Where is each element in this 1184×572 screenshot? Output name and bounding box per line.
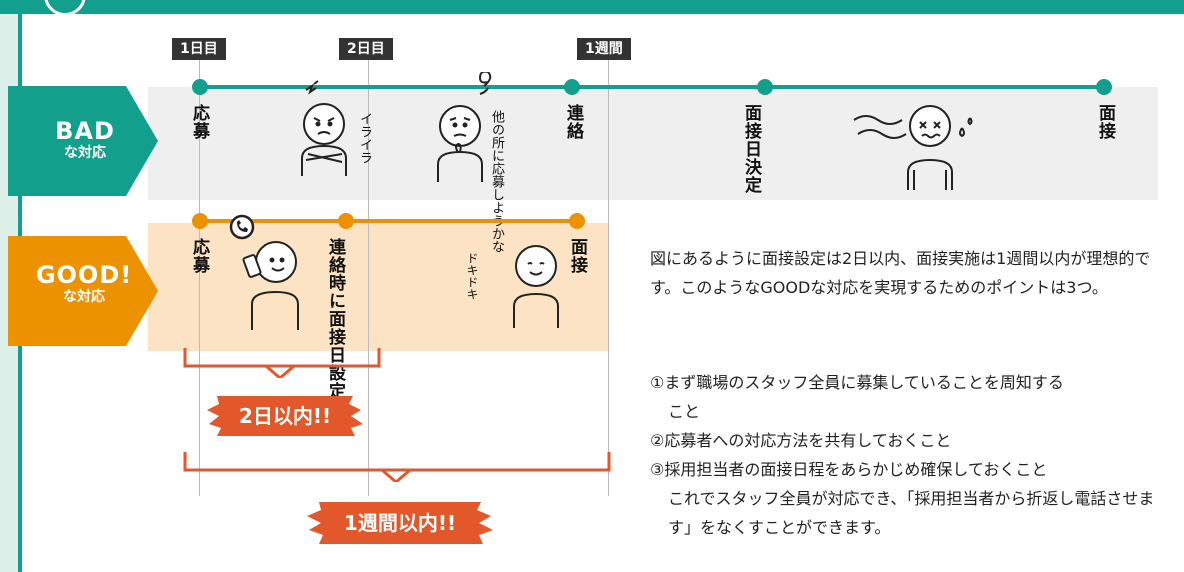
person-on-phone-icon xyxy=(242,241,299,330)
good-tag-title: GOOD! xyxy=(35,261,133,289)
bad-event-interview: 面接 xyxy=(1095,104,1115,140)
bad-event-apply: 応募 xyxy=(189,104,209,140)
bad-tag-title: BAD xyxy=(55,117,115,145)
good-tag-arrow xyxy=(8,236,158,346)
day-label-2: 2日目 xyxy=(339,38,393,60)
point-2: ②応募者への対応方法を共有しておくこと xyxy=(650,431,952,450)
guide-line-week1 xyxy=(608,56,609,496)
point-1: ①まず職場のスタッフ全員に募集していることを周知すること xyxy=(650,373,1064,421)
good-event-apply: 応募 xyxy=(189,238,209,274)
nervous-person-icon xyxy=(513,245,559,328)
point-3: ③採用担当者の面接日程をあらかじめ確保しておくこと xyxy=(650,460,1048,479)
range-label-1week: 1週間以内!! xyxy=(343,511,457,535)
header-bar xyxy=(0,0,1184,14)
bad-dot-apply xyxy=(192,79,208,95)
exhausted-person-icon xyxy=(853,105,973,190)
guide-line-day2 xyxy=(368,56,369,496)
bad-dot-contact xyxy=(564,79,580,95)
good-tag-subtitle: な対応 xyxy=(63,289,105,305)
good-timeline-line xyxy=(199,219,577,223)
guide-line-day1 xyxy=(199,56,200,496)
day-label-week: 1週間 xyxy=(577,38,631,60)
irritated-person-icon xyxy=(301,80,347,176)
description-panel: 図にあるように面接設定は2日以内、面接実施は1週間以内が理想的です。このようなG… xyxy=(650,244,1162,302)
burst-2days-shape xyxy=(207,396,363,436)
range-label-2days: 2日以内!! xyxy=(238,404,332,428)
closing-text: これでスタッフ全員が対応でき、「採用担当者から折返し電話させます」をなくすことが… xyxy=(668,489,1155,537)
day-label-1: 1日目 xyxy=(172,38,226,60)
worried-person-icon xyxy=(437,72,492,182)
good-dot-interview xyxy=(569,213,585,229)
good-dot-contact xyxy=(338,213,354,229)
bad-dot-interview xyxy=(1096,79,1112,95)
bad-speech-other-company: 他の所に応募しようかな xyxy=(489,110,504,253)
bad-tag-subtitle: な対応 xyxy=(64,145,106,161)
good-speech-nervous: ドキドキ xyxy=(465,252,479,300)
bad-tag-arrow xyxy=(8,86,158,196)
good-dot-apply xyxy=(192,213,208,229)
phone-call-icon xyxy=(229,214,255,240)
bad-dot-decide xyxy=(757,79,773,95)
good-event-contact: 連絡時に面接日設定 xyxy=(325,238,345,400)
bad-event-contact: 連絡 xyxy=(563,104,583,140)
points-list: ①まず職場のスタッフ全員に募集していることを周知すること ②応募者への対応方法を… xyxy=(650,368,1162,542)
bad-timeline-line xyxy=(199,85,1104,89)
good-event-interview: 面接 xyxy=(567,238,587,274)
good-tag: GOOD! な対応 xyxy=(34,262,134,306)
range-bracket-1week xyxy=(183,452,611,482)
bad-tag: BAD な対応 xyxy=(40,118,130,162)
burst-1week-shape xyxy=(307,502,493,544)
good-band xyxy=(148,223,608,351)
description-intro: 図にあるように面接設定は2日以内、面接実施は1週間以内が理想的です。このようなG… xyxy=(650,249,1151,297)
bad-event-decide: 面接日決定 xyxy=(741,104,761,194)
range-bracket-2days xyxy=(183,348,381,378)
